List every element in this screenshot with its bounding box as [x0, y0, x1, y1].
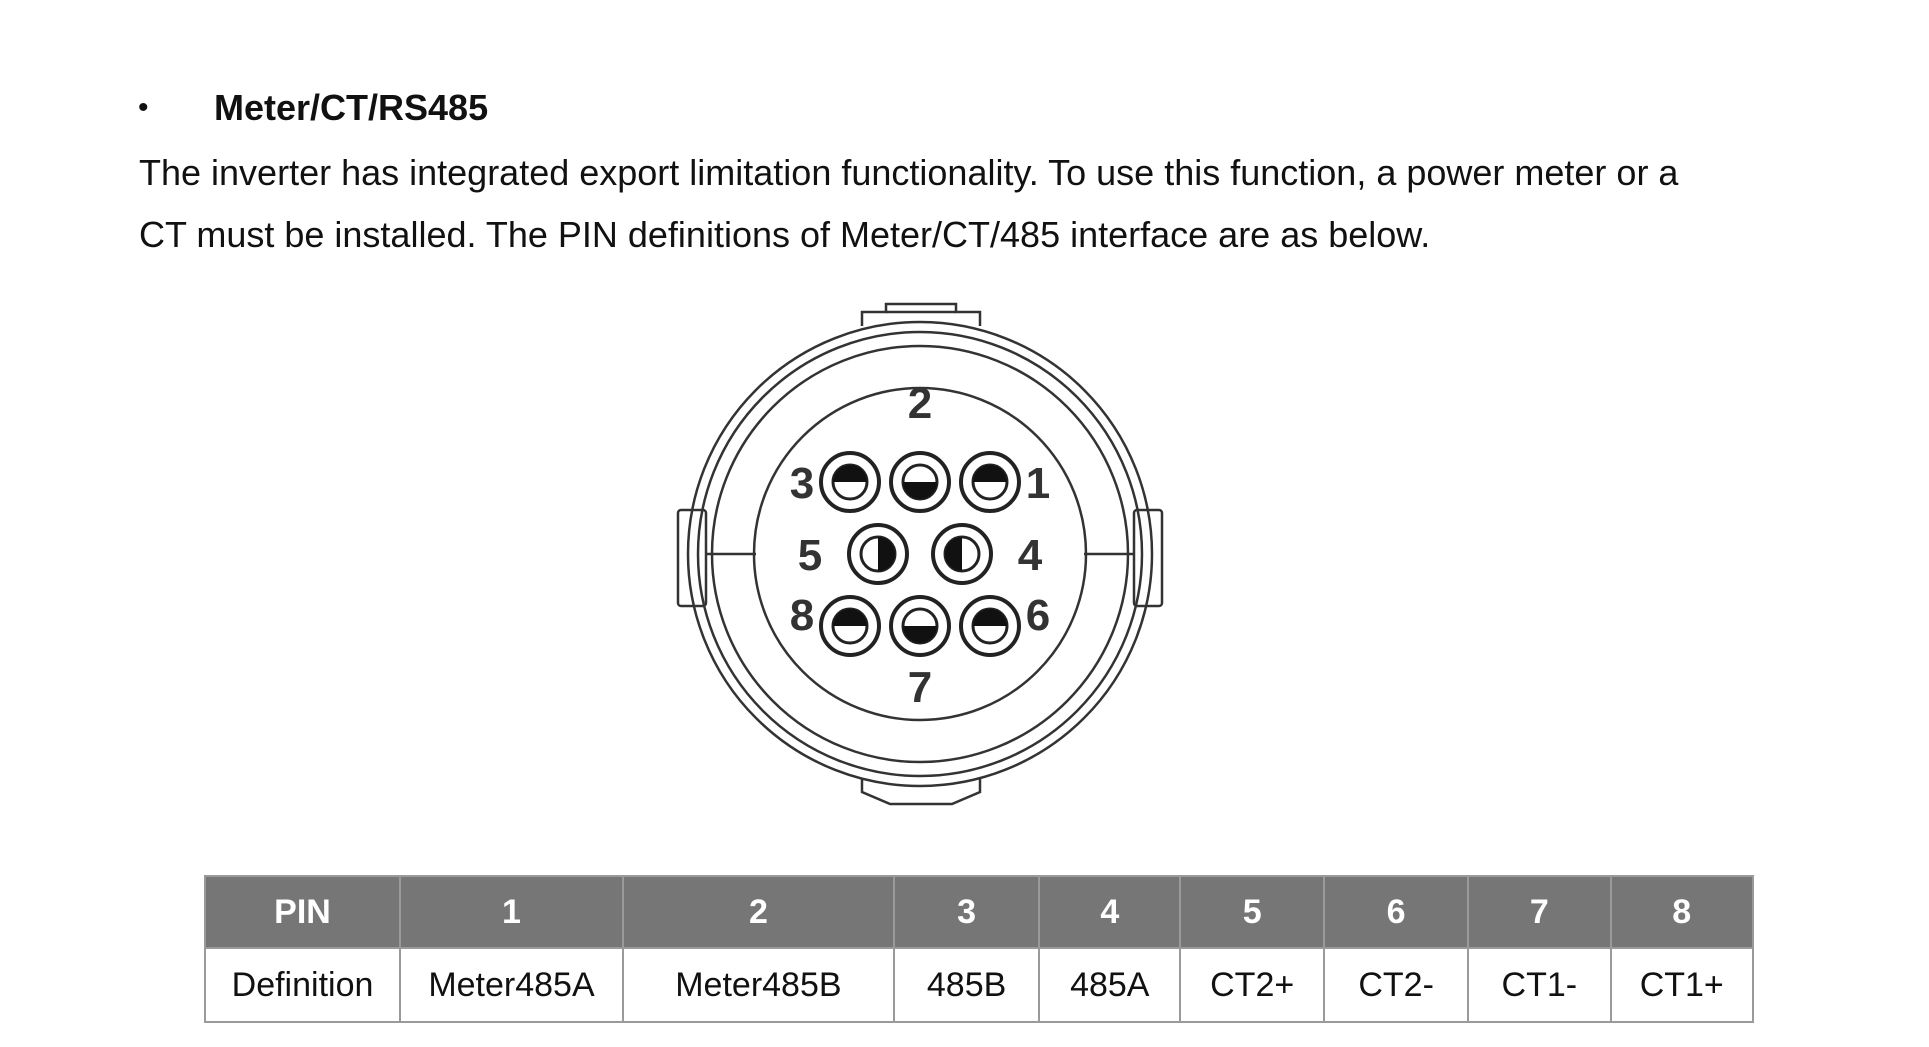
connector-pin: 3 [790, 451, 881, 513]
pin-number-label: 4 [1018, 531, 1043, 580]
pin-number-label: 5 [798, 531, 822, 580]
table-header-cell: 8 [1609, 875, 1755, 949]
connector-pin: 6 [959, 591, 1050, 657]
bullet-marker: • [138, 91, 149, 124]
table-cell: CT2- [1323, 947, 1470, 1023]
table-cell: 485B [892, 947, 1041, 1023]
pin-number-label: 1 [1026, 459, 1050, 508]
connector-pin: 8 [790, 591, 881, 657]
section-heading: • Meter/CT/RS485 [138, 86, 488, 130]
table-header-cell: 2 [621, 875, 895, 949]
connector-top-latch [860, 302, 982, 326]
table-header-cell: 7 [1467, 875, 1612, 949]
table-cell: CT1+ [1609, 947, 1755, 1023]
connector-outer-ring-inner [696, 330, 1144, 778]
paragraph-line-1: The inverter has integrated export limit… [139, 152, 1679, 193]
pin-number-label: 6 [1026, 591, 1050, 640]
table-header-cell: 6 [1323, 875, 1470, 949]
connector-pin: 4 [931, 523, 1043, 585]
table-cell: Meter485A [399, 947, 624, 1023]
table-cell: CT1- [1467, 947, 1612, 1023]
table-header-row: PIN 1 2 3 4 5 6 7 8 [203, 875, 1755, 949]
section-title: Meter/CT/RS485 [214, 87, 489, 128]
pin-number-label: 8 [790, 591, 814, 640]
connector-pin: 5 [798, 523, 909, 585]
paragraph-line-2: CT must be installed. The PIN definition… [139, 214, 1431, 255]
connector-pin: 1 [959, 451, 1050, 513]
table-cell: Definition [203, 947, 402, 1023]
connector-pin: 7 [889, 595, 951, 712]
table-cell: Meter485B [621, 947, 895, 1023]
table-header-cell: 3 [892, 875, 1041, 949]
table-cell: 485A [1038, 947, 1182, 1023]
table-row: Definition Meter485A Meter485B 485B 485A… [203, 947, 1755, 1023]
description-paragraph: The inverter has integrated export limit… [139, 142, 1859, 266]
table-header-cell: PIN [203, 875, 402, 949]
table-header-cell: 5 [1179, 875, 1326, 949]
connector-inner-face [752, 386, 1088, 722]
pin-number-label: 7 [908, 663, 932, 712]
table-header-cell: 4 [1038, 875, 1182, 949]
connector-diagram: 1 2 3 4 5 6 7 8 [676, 302, 1164, 806]
table-cell: CT2+ [1179, 947, 1326, 1023]
table-header-cell: 1 [399, 875, 624, 949]
connector-pin: 2 [889, 379, 951, 513]
pin-definition-table: PIN 1 2 3 4 5 6 7 8 Definition Meter485A… [203, 875, 1755, 1023]
pin-number-label: 3 [790, 459, 814, 508]
connector-bottom-latch [860, 778, 982, 806]
connector-outer-ring [686, 320, 1154, 788]
pin-number-label: 2 [908, 379, 932, 428]
